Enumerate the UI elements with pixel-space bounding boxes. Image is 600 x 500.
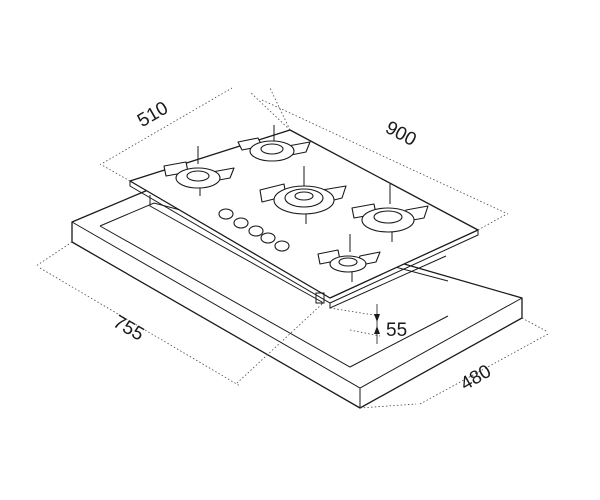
label-55: 55 bbox=[386, 320, 407, 341]
burner-cap-r bbox=[373, 210, 403, 224]
label-755: 755 bbox=[109, 311, 147, 345]
dimline-510 bbox=[102, 87, 233, 164]
burner-front bbox=[317, 234, 381, 282]
knob-3[interactable] bbox=[248, 225, 264, 237]
ext-55-a bbox=[329, 307, 381, 317]
ext-755-a bbox=[35, 241, 73, 267]
hob-foot bbox=[315, 292, 325, 304]
ext-510-a bbox=[99, 163, 131, 182]
ext-755-b bbox=[235, 303, 323, 385]
burner-center bbox=[259, 166, 347, 224]
arrow-55-top bbox=[374, 314, 380, 322]
label-900: 900 bbox=[382, 117, 420, 150]
burner-right bbox=[351, 184, 429, 242]
burner-cap-f bbox=[338, 257, 358, 267]
burner-cap-c bbox=[294, 191, 314, 201]
knob-4[interactable] bbox=[260, 232, 276, 244]
label-510: 510 bbox=[134, 98, 172, 132]
ext-510-b bbox=[249, 91, 291, 131]
ext-900-a bbox=[269, 87, 291, 131]
dimension-55: 55 bbox=[329, 304, 407, 344]
burner-cap-l bbox=[186, 170, 210, 182]
ext-480-a bbox=[359, 403, 417, 409]
dimline-755 bbox=[39, 267, 241, 387]
burner-cap-bl bbox=[260, 143, 284, 155]
burner-left bbox=[163, 146, 235, 196]
ext-55-b bbox=[349, 329, 381, 337]
knob-5[interactable] bbox=[274, 240, 290, 252]
ext-900-b bbox=[477, 214, 506, 231]
arrow-55-bottom bbox=[374, 326, 380, 334]
knob-1[interactable] bbox=[218, 208, 234, 220]
ext-480-b bbox=[521, 317, 549, 333]
dimline-900 bbox=[261, 99, 509, 215]
burner-back-left bbox=[237, 125, 311, 162]
knob-2[interactable] bbox=[233, 217, 249, 229]
control-knobs bbox=[218, 208, 290, 252]
cutout-inner-front bbox=[99, 225, 449, 368]
burners bbox=[163, 125, 429, 282]
